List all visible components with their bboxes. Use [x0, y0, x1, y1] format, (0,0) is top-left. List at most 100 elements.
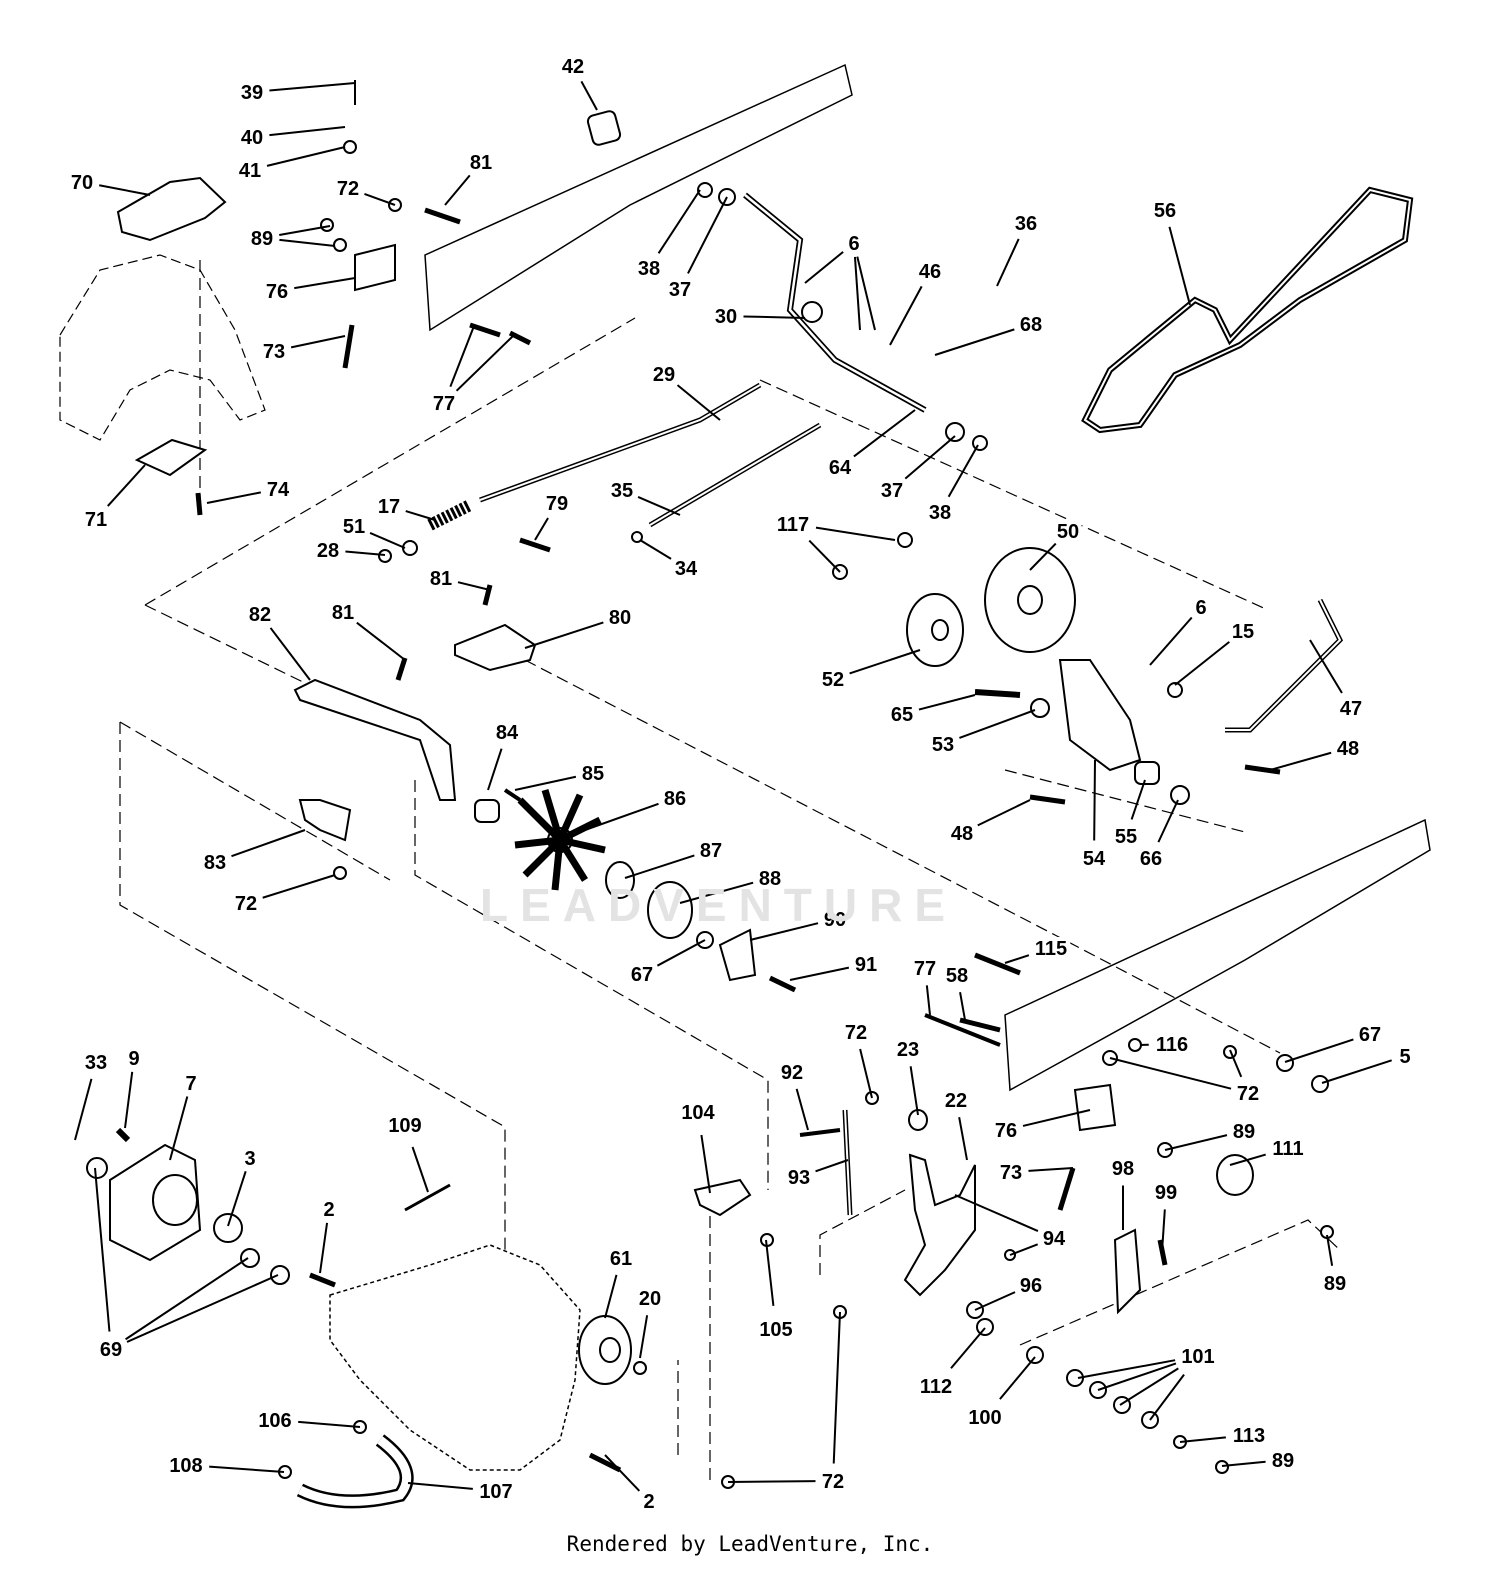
- part-callout-64: 64: [829, 457, 852, 479]
- callout-label-bg: [894, 1038, 922, 1060]
- leader-line: [727, 1480, 816, 1483]
- part-callout-89: 89: [1324, 1273, 1346, 1295]
- part-callout-2: 2: [323, 1199, 334, 1221]
- part-callout-87: 87: [700, 840, 722, 862]
- leader-line: [656, 939, 706, 967]
- bracket-82: [293, 678, 457, 801]
- pulley-61-hub: [599, 1337, 621, 1363]
- part-callout-22: 22: [945, 1090, 967, 1112]
- callout-label-bg: [943, 964, 971, 986]
- part-callout-81: 81: [470, 152, 492, 174]
- fender-outline: [59, 254, 266, 441]
- callout-label-bg: [756, 1318, 796, 1340]
- callout-label-bg: [334, 177, 362, 199]
- leader-line: [1009, 1243, 1039, 1256]
- part-callout-72: 72: [235, 893, 257, 915]
- part-callout-33: 33: [85, 1052, 107, 1074]
- part-callout-94: 94: [1043, 1228, 1066, 1250]
- leader-line: [231, 829, 306, 858]
- part-callout-46: 46: [919, 261, 941, 283]
- leader-line: [457, 581, 491, 591]
- part-callout-9: 9: [128, 1048, 139, 1070]
- leader-line: [455, 335, 514, 392]
- part-callout-116: 116: [1156, 1034, 1188, 1056]
- leader-line: [676, 384, 721, 421]
- leader-line: [269, 82, 356, 92]
- callout-label-bg: [1356, 1023, 1384, 1045]
- callout-label-bg: [678, 1101, 718, 1123]
- part-callout-39: 39: [241, 82, 263, 104]
- leader-line: [687, 196, 728, 274]
- part-callout-17: 17: [378, 496, 400, 518]
- leader-line: [815, 526, 896, 541]
- callout-label-bg: [1193, 596, 1209, 618]
- leader-line: [856, 256, 876, 331]
- part-callout-89: 89: [251, 228, 273, 250]
- leader-line: [99, 184, 151, 196]
- callout-label-bg: [785, 1166, 813, 1188]
- part-callout-66: 66: [1140, 848, 1162, 870]
- callout-label-bg: [263, 280, 291, 302]
- leader-line: [1029, 542, 1057, 571]
- callout-label-bg: [82, 1051, 110, 1073]
- callout-label-bg: [1109, 1157, 1137, 1179]
- leader-line: [279, 238, 336, 247]
- part-callout-101: 101: [1181, 1346, 1214, 1368]
- leader-line: [604, 1454, 641, 1492]
- part-callout-104: 104: [681, 1102, 715, 1124]
- idler-bracket: [1058, 659, 1142, 772]
- part-callout-38: 38: [929, 502, 951, 524]
- pulley-88: [647, 881, 693, 939]
- part-callout-100: 100: [968, 1407, 1001, 1429]
- pulley-52-hub: [931, 619, 949, 641]
- leader-line: [918, 694, 976, 711]
- part-callout-53: 53: [932, 734, 954, 756]
- part-callout-109: 109: [388, 1115, 421, 1137]
- callout-label-bg: [635, 257, 663, 279]
- leader-line: [1229, 1153, 1266, 1166]
- part-callout-85: 85: [582, 763, 604, 785]
- callout-label-bg: [321, 1198, 337, 1220]
- part-callout-68: 68: [1020, 314, 1042, 336]
- leader-line: [954, 1194, 1039, 1232]
- leader-line: [853, 256, 861, 331]
- leader-line: [1284, 1038, 1354, 1063]
- bushing: [1216, 1154, 1254, 1196]
- callout-label-bg: [773, 513, 813, 535]
- callout-label-bg: [1334, 737, 1362, 759]
- callout-label-bg: [1017, 313, 1045, 335]
- part-callout-80: 80: [609, 607, 631, 629]
- callout-label-bg: [82, 508, 110, 530]
- bracket-76: [354, 243, 396, 292]
- bushing-55: [1134, 761, 1160, 785]
- leader-line: [206, 491, 262, 504]
- callout-label-bg: [385, 1114, 425, 1136]
- callout-labels: 3940417042817289767377717438373064636685…: [68, 55, 1413, 1513]
- callout-label-bg: [1321, 1272, 1349, 1294]
- leader-line: [1119, 1367, 1179, 1406]
- leader-line: [1149, 1373, 1185, 1421]
- callout-label-bg: [340, 515, 368, 537]
- part-callout-2: 2: [643, 1491, 654, 1513]
- part-callout-58: 58: [946, 965, 968, 987]
- leader-line: [74, 1078, 93, 1141]
- callout-label-bg: [1178, 1345, 1218, 1367]
- leader-line: [977, 799, 1031, 827]
- leader-line: [534, 517, 549, 541]
- leader-line: [580, 80, 598, 111]
- callout-label-bg: [238, 81, 266, 103]
- leader-line: [1269, 751, 1332, 771]
- part-callout-50: 50: [1057, 521, 1079, 543]
- part-callout-23: 23: [897, 1039, 919, 1061]
- leader-line: [804, 251, 844, 284]
- leader-line: [369, 532, 406, 549]
- part-callout-36: 36: [1015, 213, 1037, 235]
- part-callout-111: 111: [1272, 1138, 1303, 1160]
- part-callout-6: 6: [848, 233, 859, 255]
- part-callout-37: 37: [881, 480, 903, 502]
- callout-label-bg: [1151, 199, 1179, 221]
- callout-label-bg: [1229, 1424, 1269, 1446]
- leader-line: [524, 621, 604, 649]
- callout-leader-lines: [74, 80, 1392, 1492]
